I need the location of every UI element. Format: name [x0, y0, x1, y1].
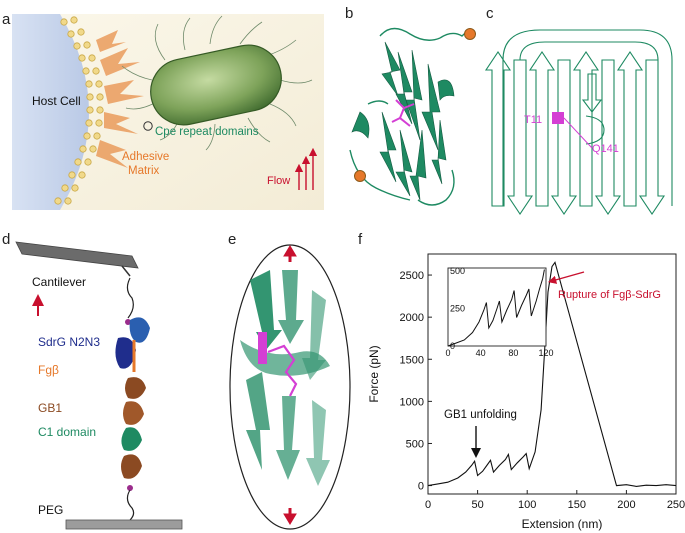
peg-label: PEG — [38, 503, 63, 517]
cpe-label: Cpe repeat domains — [155, 126, 259, 138]
gb1-arrow-head — [471, 448, 481, 458]
inset-x-tick-label: 0 — [445, 348, 450, 358]
y-axis-label: Force (pN) — [367, 345, 381, 402]
peg-linker-top — [126, 277, 134, 319]
flow-label: Flow — [267, 175, 290, 187]
q141-sidechain — [267, 344, 298, 397]
force-extension-curve — [427, 261, 677, 487]
cantilever-icon — [15, 241, 139, 269]
sdrg-n3-domain — [115, 337, 136, 369]
inset-x-tick-label: 80 — [508, 348, 518, 358]
x-axis-label: Extension (nm) — [522, 517, 603, 531]
gb1-label: GB1 — [38, 401, 62, 415]
topology-diagram — [484, 29, 673, 215]
panel-letter-a: a — [2, 11, 11, 28]
y-tick-label: 2000 — [400, 312, 424, 324]
inset-y-tick-label: 500 — [450, 266, 465, 276]
rupture-label: Rupture of Fgβ-SdrG — [558, 289, 661, 301]
panel-d: d Cantilever SdrG N2N3 Fgβ GB1 C1 domain… — [2, 231, 183, 530]
bacterium-pili — [121, 15, 313, 151]
chart-frame — [427, 253, 677, 495]
sdrg-n2-domain — [129, 317, 150, 343]
host-cell-label: Host Cell — [32, 94, 81, 108]
crosslink-line — [563, 117, 593, 149]
gb1-domain-2 — [123, 401, 144, 425]
panel-b: b — [345, 5, 476, 206]
force-arrows-icon — [283, 245, 297, 525]
t11-label: T11 — [524, 114, 542, 126]
q141-label: Q141 — [592, 143, 619, 155]
terminus-sphere-top — [464, 28, 476, 40]
inset-x-tick-label: 120 — [538, 348, 553, 358]
x-tick-label: 0 — [425, 499, 431, 511]
panel-a: Cpe repeat domains Host Cell Adhesive Ma… — [2, 11, 324, 210]
y-tick-label: 0 — [418, 481, 424, 493]
x-tick-label: 100 — [518, 499, 536, 511]
inset-x-tick-label: 40 — [476, 348, 486, 358]
panel-letter-c: c — [486, 5, 494, 22]
matrix-label: Matrix — [128, 165, 160, 177]
y-tick-label: 1000 — [400, 396, 424, 408]
cantilever-label: Cantilever — [32, 275, 86, 289]
inset-y-tick-label: 250 — [450, 304, 465, 314]
cpe-marker-icon — [143, 121, 153, 131]
c1-domain — [121, 427, 142, 451]
host-cell — [12, 14, 89, 210]
c1-label: C1 domain — [38, 425, 96, 439]
adhesive-matrix — [96, 30, 144, 168]
cell-membrane — [54, 16, 104, 205]
x-tick-label: 250 — [667, 499, 685, 511]
x-tick-label: 200 — [617, 499, 635, 511]
inset-curve — [447, 269, 545, 347]
flow-arrows-icon — [294, 147, 318, 190]
panel-letter-b: b — [345, 5, 353, 22]
ligand-sticks — [391, 99, 415, 127]
y-tick-label: 500 — [406, 438, 424, 450]
zoom-strands — [240, 270, 330, 486]
panel-letter-e: e — [228, 231, 236, 248]
bacterium — [150, 44, 282, 126]
peg-linker-bottom — [126, 489, 135, 521]
surface-icon — [65, 519, 183, 530]
linker-node-top — [125, 319, 131, 325]
gb1-domain-1 — [125, 377, 146, 399]
cantilever-tip — [121, 265, 131, 277]
y-tick-label: 1500 — [400, 354, 424, 366]
protein-loops — [349, 27, 473, 206]
panel-c: c T11 Q141 — [484, 5, 673, 215]
rupture-arrow-icon — [547, 271, 585, 284]
protein-structure — [351, 41, 455, 201]
t11-marker — [552, 112, 564, 124]
adhesive-label: Adhesive — [122, 151, 169, 163]
sdrg-label: SdrG N2N3 — [38, 335, 100, 349]
linker-node-bottom — [127, 485, 133, 491]
fgb-label: Fgβ — [38, 363, 59, 377]
inset-axis-ticks: 0 40 80 120 0 250 500 — [445, 266, 553, 358]
x-tick-label: 50 — [471, 499, 483, 511]
x-tick-label: 150 — [568, 499, 586, 511]
panel-letter-f: f — [358, 231, 363, 248]
panel-letter-d: d — [2, 231, 10, 248]
t11-highlight — [258, 332, 267, 364]
panel-e: e — [228, 231, 351, 530]
inset-y-tick-label: 0 — [450, 341, 455, 351]
terminus-sphere-bottom — [354, 170, 366, 182]
gb1-domain-3 — [121, 454, 142, 479]
y-tick-label: 2500 — [400, 270, 424, 282]
gb1-unfolding-label: GB1 unfolding — [444, 409, 517, 421]
